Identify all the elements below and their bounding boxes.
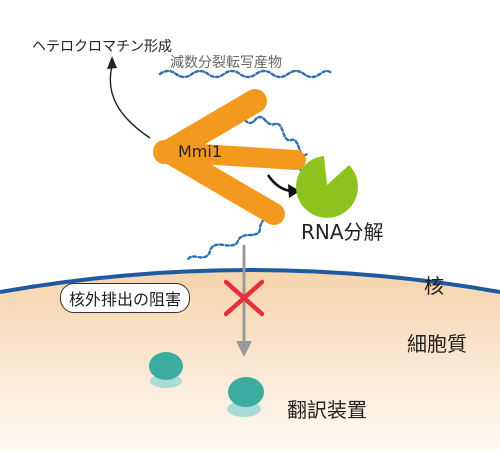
meiotic-transcripts-label: 減数分裂転写産物 xyxy=(170,55,282,71)
mmi1-label: Mmi1 xyxy=(178,142,223,161)
rna-decay-label: RNA分解 xyxy=(301,220,384,244)
nuclear-membrane xyxy=(0,268,500,294)
cross-icon xyxy=(223,279,265,317)
decay-arrow-head xyxy=(288,184,300,198)
mmi1-arm-lower xyxy=(157,141,285,225)
curved-arrow-head xyxy=(107,56,117,69)
export-block-label: 核外排出の阻害 xyxy=(60,283,191,313)
down-arrow-head xyxy=(236,341,252,357)
cytoplasm-region xyxy=(0,270,500,451)
ribosome-icon xyxy=(149,352,183,388)
cytoplasm-label: 細胞質 xyxy=(407,332,467,356)
rna-strand-upper-middle xyxy=(243,115,309,157)
curved-arrow-icon xyxy=(109,65,151,139)
mmi1-hub xyxy=(153,140,175,164)
ribosome-icon-2 xyxy=(227,377,264,417)
nucleus-label: 核 xyxy=(424,274,444,298)
rna-strand-top xyxy=(158,69,334,79)
translation-machinery-label: 翻訳装置 xyxy=(287,398,367,422)
heterochromatin-label: ヘテロクロマチン形成 xyxy=(32,39,172,55)
rna-strand-lower xyxy=(186,203,271,263)
pacman-rna-decay-icon xyxy=(296,156,359,218)
